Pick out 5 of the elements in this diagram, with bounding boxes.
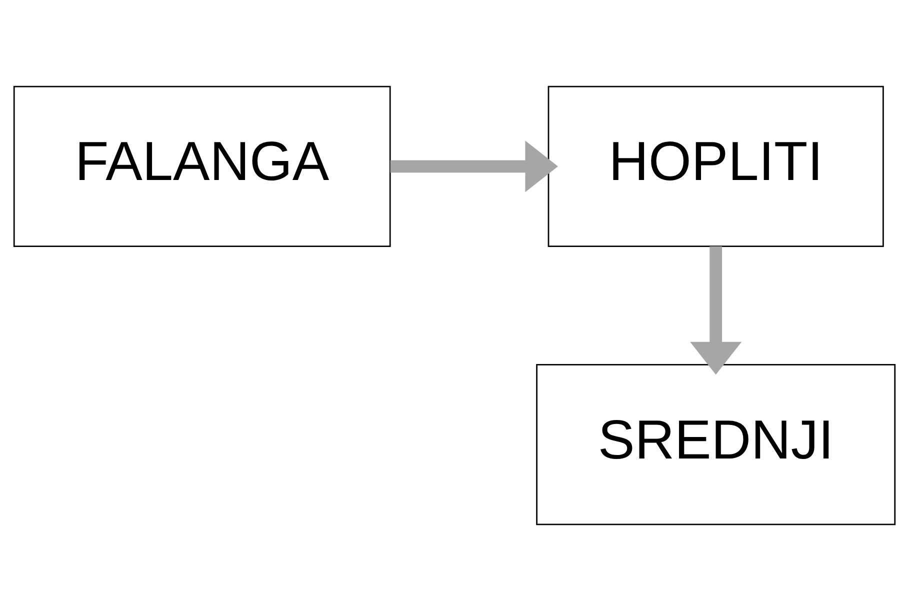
node-box: HOPLITI	[548, 85, 884, 246]
arrow	[690, 246, 742, 374]
arrow	[390, 140, 558, 192]
node-box: SREDNJI	[536, 364, 896, 525]
node-box: FALANGA	[13, 85, 391, 246]
